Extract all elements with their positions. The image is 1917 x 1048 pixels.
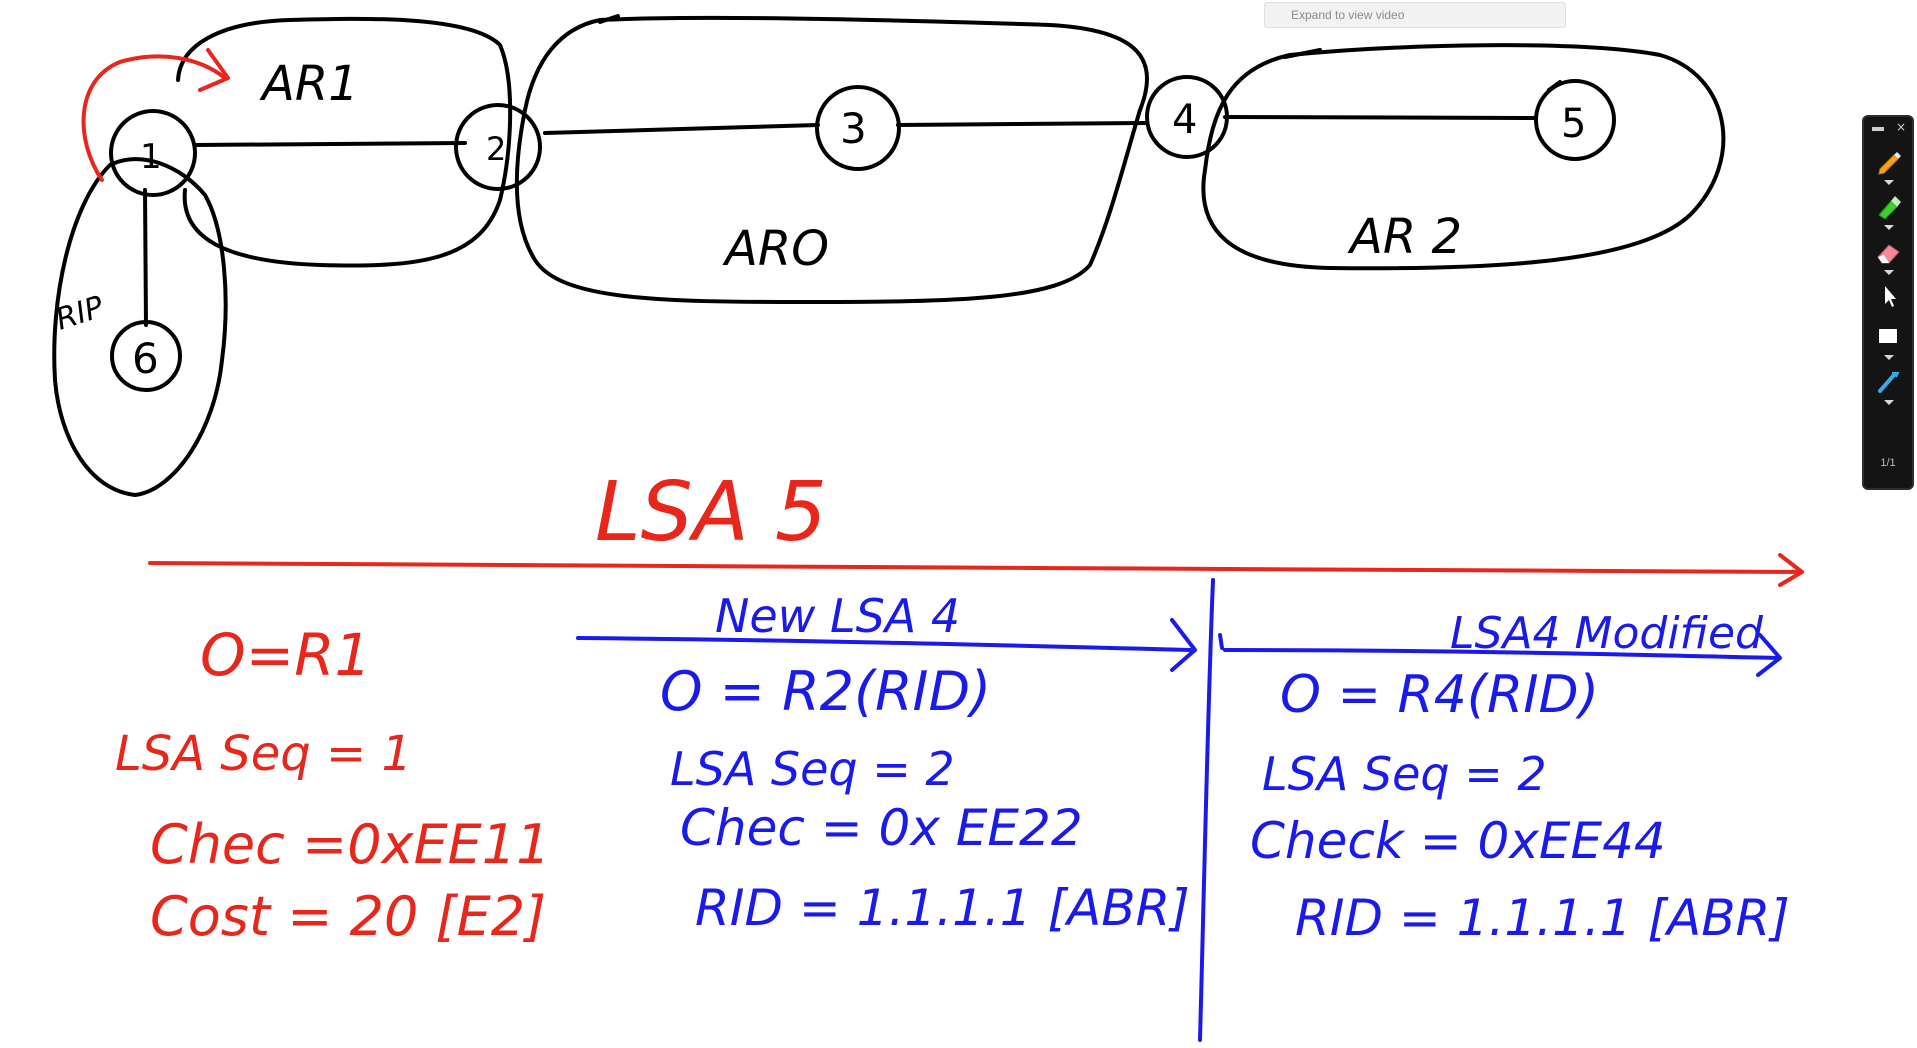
shape-tool-button[interactable] <box>1874 322 1902 350</box>
link-r1-r6 <box>143 188 148 327</box>
laser-pointer-tool-button[interactable] <box>1874 367 1902 395</box>
router-3-label: 3 <box>840 104 867 153</box>
pencil-tool-button[interactable] <box>1874 147 1902 175</box>
link-r2-r3 <box>543 123 820 135</box>
blue-text: New LSA 4 O = R2(RID) LSA Seq = 2 Chec =… <box>660 589 1790 947</box>
right-originator: O = R4(RID) <box>1280 665 1599 725</box>
area0-outline <box>514 15 1150 304</box>
toolbar-header: × <box>1868 120 1908 135</box>
highlighter-icon <box>1878 196 1901 220</box>
diagram-labels: AR1 ARO AR 2 RIP 1 2 3 4 5 6 <box>52 56 1587 383</box>
pen-mark <box>598 14 620 24</box>
eraser-icon <box>1877 244 1900 264</box>
area2-label: AR 2 <box>1347 209 1462 265</box>
highlighter-tool-button[interactable] <box>1874 192 1902 220</box>
separator-tick <box>1218 633 1224 650</box>
area2-outline <box>1201 43 1726 271</box>
link-r1-r2 <box>193 141 467 147</box>
router-1-label: 1 <box>140 137 162 177</box>
mid-rid: RID = 1.1.1.1 [ABR] <box>695 879 1190 937</box>
new-lsa4-title: New LSA 4 <box>715 589 960 643</box>
router-5-label: 5 <box>1561 101 1586 147</box>
shape-icon <box>1879 329 1897 343</box>
area0-label: ARO <box>722 221 829 277</box>
pencil-options-chevron[interactable] <box>1884 180 1894 185</box>
rip-outline <box>52 157 228 497</box>
minimize-icon[interactable] <box>1872 127 1884 131</box>
flood-arrow-head <box>198 48 230 92</box>
pen-mark <box>1547 80 1562 92</box>
router-3-node <box>815 85 901 171</box>
laser-pointer-icon <box>1878 372 1900 393</box>
pointer-tool-button[interactable] <box>1874 282 1902 310</box>
right-lsa-seq: LSA Seq = 2 <box>1262 747 1547 801</box>
router-2-node <box>454 103 542 191</box>
area1-label: AR1 <box>259 56 359 112</box>
laser-options-chevron[interactable] <box>1884 400 1894 405</box>
blue-annotations <box>576 578 1782 1042</box>
eraser-tool-button[interactable] <box>1874 237 1902 265</box>
router-4-node <box>1145 75 1229 159</box>
shape-options-chevron[interactable] <box>1884 355 1894 360</box>
mid-checksum: Chec = 0x EE22 <box>680 799 1083 857</box>
red-originator: O=R1 <box>200 621 371 689</box>
eraser-options-chevron[interactable] <box>1884 270 1894 275</box>
router-2-label: 2 <box>486 130 506 168</box>
rip-label: RIP <box>52 289 109 337</box>
close-icon[interactable]: × <box>1895 120 1906 134</box>
link-r4-r5 <box>1223 115 1537 120</box>
new-lsa4-arrow <box>576 636 1192 652</box>
lsa4-modified-arrow-head <box>1756 633 1782 677</box>
mid-lsa-seq: LSA Seq = 2 <box>670 742 955 796</box>
expand-video-bar[interactable]: Expand to view video <box>1264 2 1566 28</box>
pointer-icon <box>1885 286 1896 307</box>
right-checksum: Check = 0xEE44 <box>1250 812 1666 870</box>
page-indicator: 1/1 <box>1880 457 1896 469</box>
router-4-label: 4 <box>1172 97 1197 143</box>
timeline-separator <box>1198 578 1215 1042</box>
router-6-node <box>110 320 182 392</box>
expand-video-label: Expand to view video <box>1291 8 1405 22</box>
new-lsa4-arrow-head <box>1170 618 1197 672</box>
right-rid: RID = 1.1.1.1 [ABR] <box>1295 889 1790 947</box>
red-lsa-seq: LSA Seq = 1 <box>115 726 412 782</box>
router-5-node <box>1534 79 1616 161</box>
lsa5-timeline-arrow-head <box>1778 553 1804 587</box>
pen-mark <box>1283 48 1322 59</box>
flood-arrow <box>81 54 227 182</box>
link-r3-r4 <box>896 121 1148 127</box>
red-cost: Cost = 20 [E2] <box>150 885 546 948</box>
red-checksum: Chec =0xEE11 <box>150 813 551 876</box>
area1-outline <box>176 16 513 268</box>
lsa5-timeline-arrow <box>148 561 1802 574</box>
network-diagram <box>52 14 1726 497</box>
lsa4-modified-arrow <box>1223 648 1780 660</box>
lsa4-modified-title: LSA4 Modified <box>1450 608 1764 659</box>
red-annotations <box>81 48 1804 587</box>
pencil-icon <box>1878 152 1901 175</box>
mid-originator: O = R2(RID) <box>660 660 991 723</box>
router-1-node <box>109 109 197 197</box>
red-text: LSA 5 O=R1 LSA Seq = 1 Chec =0xEE11 Cost… <box>115 465 827 948</box>
router-6-label: 6 <box>132 334 159 383</box>
drawing-toolbar[interactable]: × <box>1862 115 1914 490</box>
highlighter-options-chevron[interactable] <box>1884 225 1894 230</box>
lsa5-heading: LSA 5 <box>595 465 827 560</box>
